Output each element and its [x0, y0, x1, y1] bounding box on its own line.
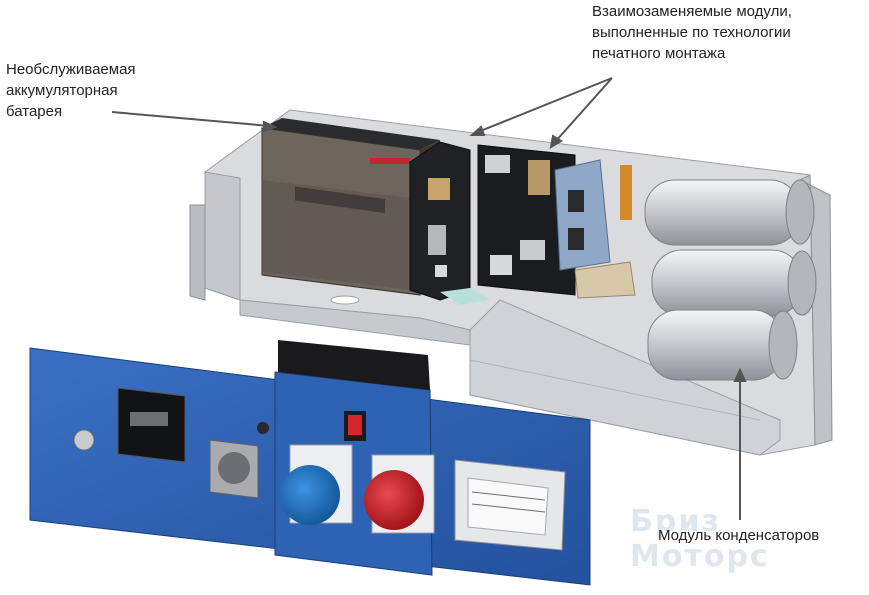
schuko-socket — [209, 439, 259, 499]
battery-callout: Необслуживаемая аккумуляторная батарея — [6, 59, 181, 122]
red-cee-socket — [364, 454, 435, 534]
power-switch — [344, 411, 366, 441]
modules-callout-line: выполненные по технологии — [592, 24, 791, 41]
capacitor-module — [644, 179, 817, 381]
terminal-block — [554, 159, 636, 299]
battery-callout-line: аккумуляторная — [6, 82, 118, 99]
connector-frame — [454, 459, 566, 551]
modules-callout-line: печатного монтажа — [592, 45, 726, 62]
capacitor-callout: Модуль конденсаторов — [658, 525, 858, 546]
capacitor-callout-line: Модуль конденсаторов — [658, 527, 820, 544]
pcb-module-2 — [477, 144, 576, 296]
leader-lines — [111, 77, 747, 520]
modules-callout: Взаимозаменяемые модули, выполненные по … — [592, 1, 854, 64]
watermark: Бриз Моторс — [630, 504, 770, 574]
battery-callout-line: Необслуживаемая — [6, 61, 136, 78]
battery-callout-line: батарея — [6, 103, 63, 120]
blue-cee-socket — [280, 444, 353, 525]
modules-callout-line: Взаимозаменяемые модули, — [592, 3, 792, 20]
meter — [117, 387, 186, 463]
knob — [73, 422, 269, 451]
pcb-module-1 — [409, 141, 490, 305]
